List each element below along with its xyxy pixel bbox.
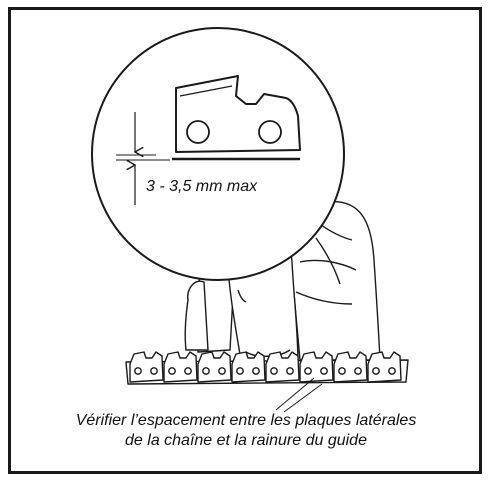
chain-rivet [218,367,226,375]
chain-rivet [338,367,346,375]
chain-link-icon [163,351,198,383]
chain-rivet [304,367,312,375]
chain-rivet [236,367,244,375]
caption-line-2: de la chaîne et la rainure du guide [125,432,367,449]
chain-rivet [286,367,294,375]
chain-rivet [388,367,396,375]
chain-rivet [202,367,210,375]
chain-link-icon [129,351,164,383]
chain-link-icon [197,351,232,383]
chain-rivet [252,367,260,375]
chain-rivet [354,367,362,375]
chain-rivet [320,367,328,375]
chain-rivet [270,367,278,375]
chain-rivet [168,367,176,375]
chain-rivet [150,367,158,375]
chain-rivet [134,367,142,375]
finger-hand-illustration [184,200,381,378]
caption-line-1: Vérifier l’espacement entre les plaques … [76,412,417,429]
saw-chain [125,351,409,385]
chain-rivet [184,367,192,375]
chain-link-icon [367,351,402,383]
measurement-label: 3 - 3,5 mm max [146,178,258,195]
magnifier-circle: 3 - 3,5 mm max [91,27,345,281]
chain-rivet [372,367,380,375]
